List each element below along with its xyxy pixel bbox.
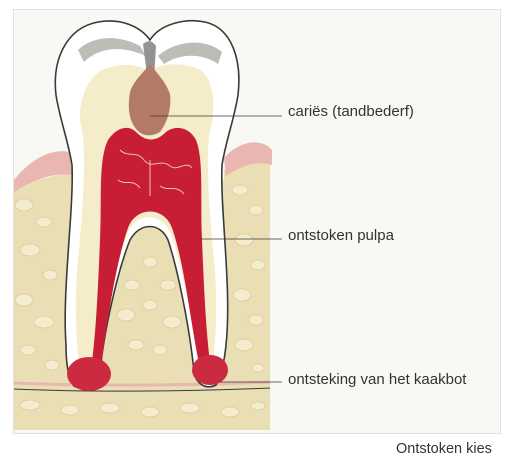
bone-cell — [100, 403, 120, 413]
bone-cell — [20, 244, 40, 256]
bone-cell — [221, 407, 239, 417]
bone-cell — [43, 270, 57, 280]
bone-cell — [235, 234, 253, 246]
bone-cell — [233, 289, 251, 301]
bone-cell — [15, 199, 33, 211]
bone-cell — [180, 403, 200, 413]
bone-cell — [248, 315, 264, 325]
bone-inflammation-label: ontsteking van het kaakbot — [288, 371, 466, 388]
bone-cell — [20, 345, 36, 355]
bone-cell — [153, 345, 167, 355]
bone-cell — [249, 205, 263, 215]
bone-cell — [143, 300, 157, 310]
bone-cell — [117, 309, 135, 321]
bone-cell — [163, 316, 181, 328]
bone-cell — [251, 402, 265, 410]
bone-cell — [45, 360, 59, 370]
bone-cell — [61, 405, 79, 415]
bone-cell — [36, 217, 52, 227]
bone-cell — [252, 364, 264, 372]
abscess-left — [67, 357, 111, 391]
abscess-right — [192, 355, 228, 385]
bone-cell — [143, 257, 157, 267]
bone-cell — [235, 339, 253, 351]
bone-cell — [20, 400, 40, 410]
bone-cell — [15, 294, 33, 306]
bone-cell — [124, 280, 140, 290]
caries-label: cariës (tandbederf) — [288, 103, 414, 120]
bone-cell — [141, 407, 159, 417]
bone-cell — [232, 185, 248, 195]
bone-cell — [128, 340, 144, 350]
bone-cell — [34, 316, 54, 328]
pulp-label: ontstoken pulpa — [288, 227, 394, 244]
bone-cell — [251, 260, 265, 270]
bone-cell — [160, 280, 176, 290]
figure-caption: Ontstoken kies — [396, 441, 492, 457]
